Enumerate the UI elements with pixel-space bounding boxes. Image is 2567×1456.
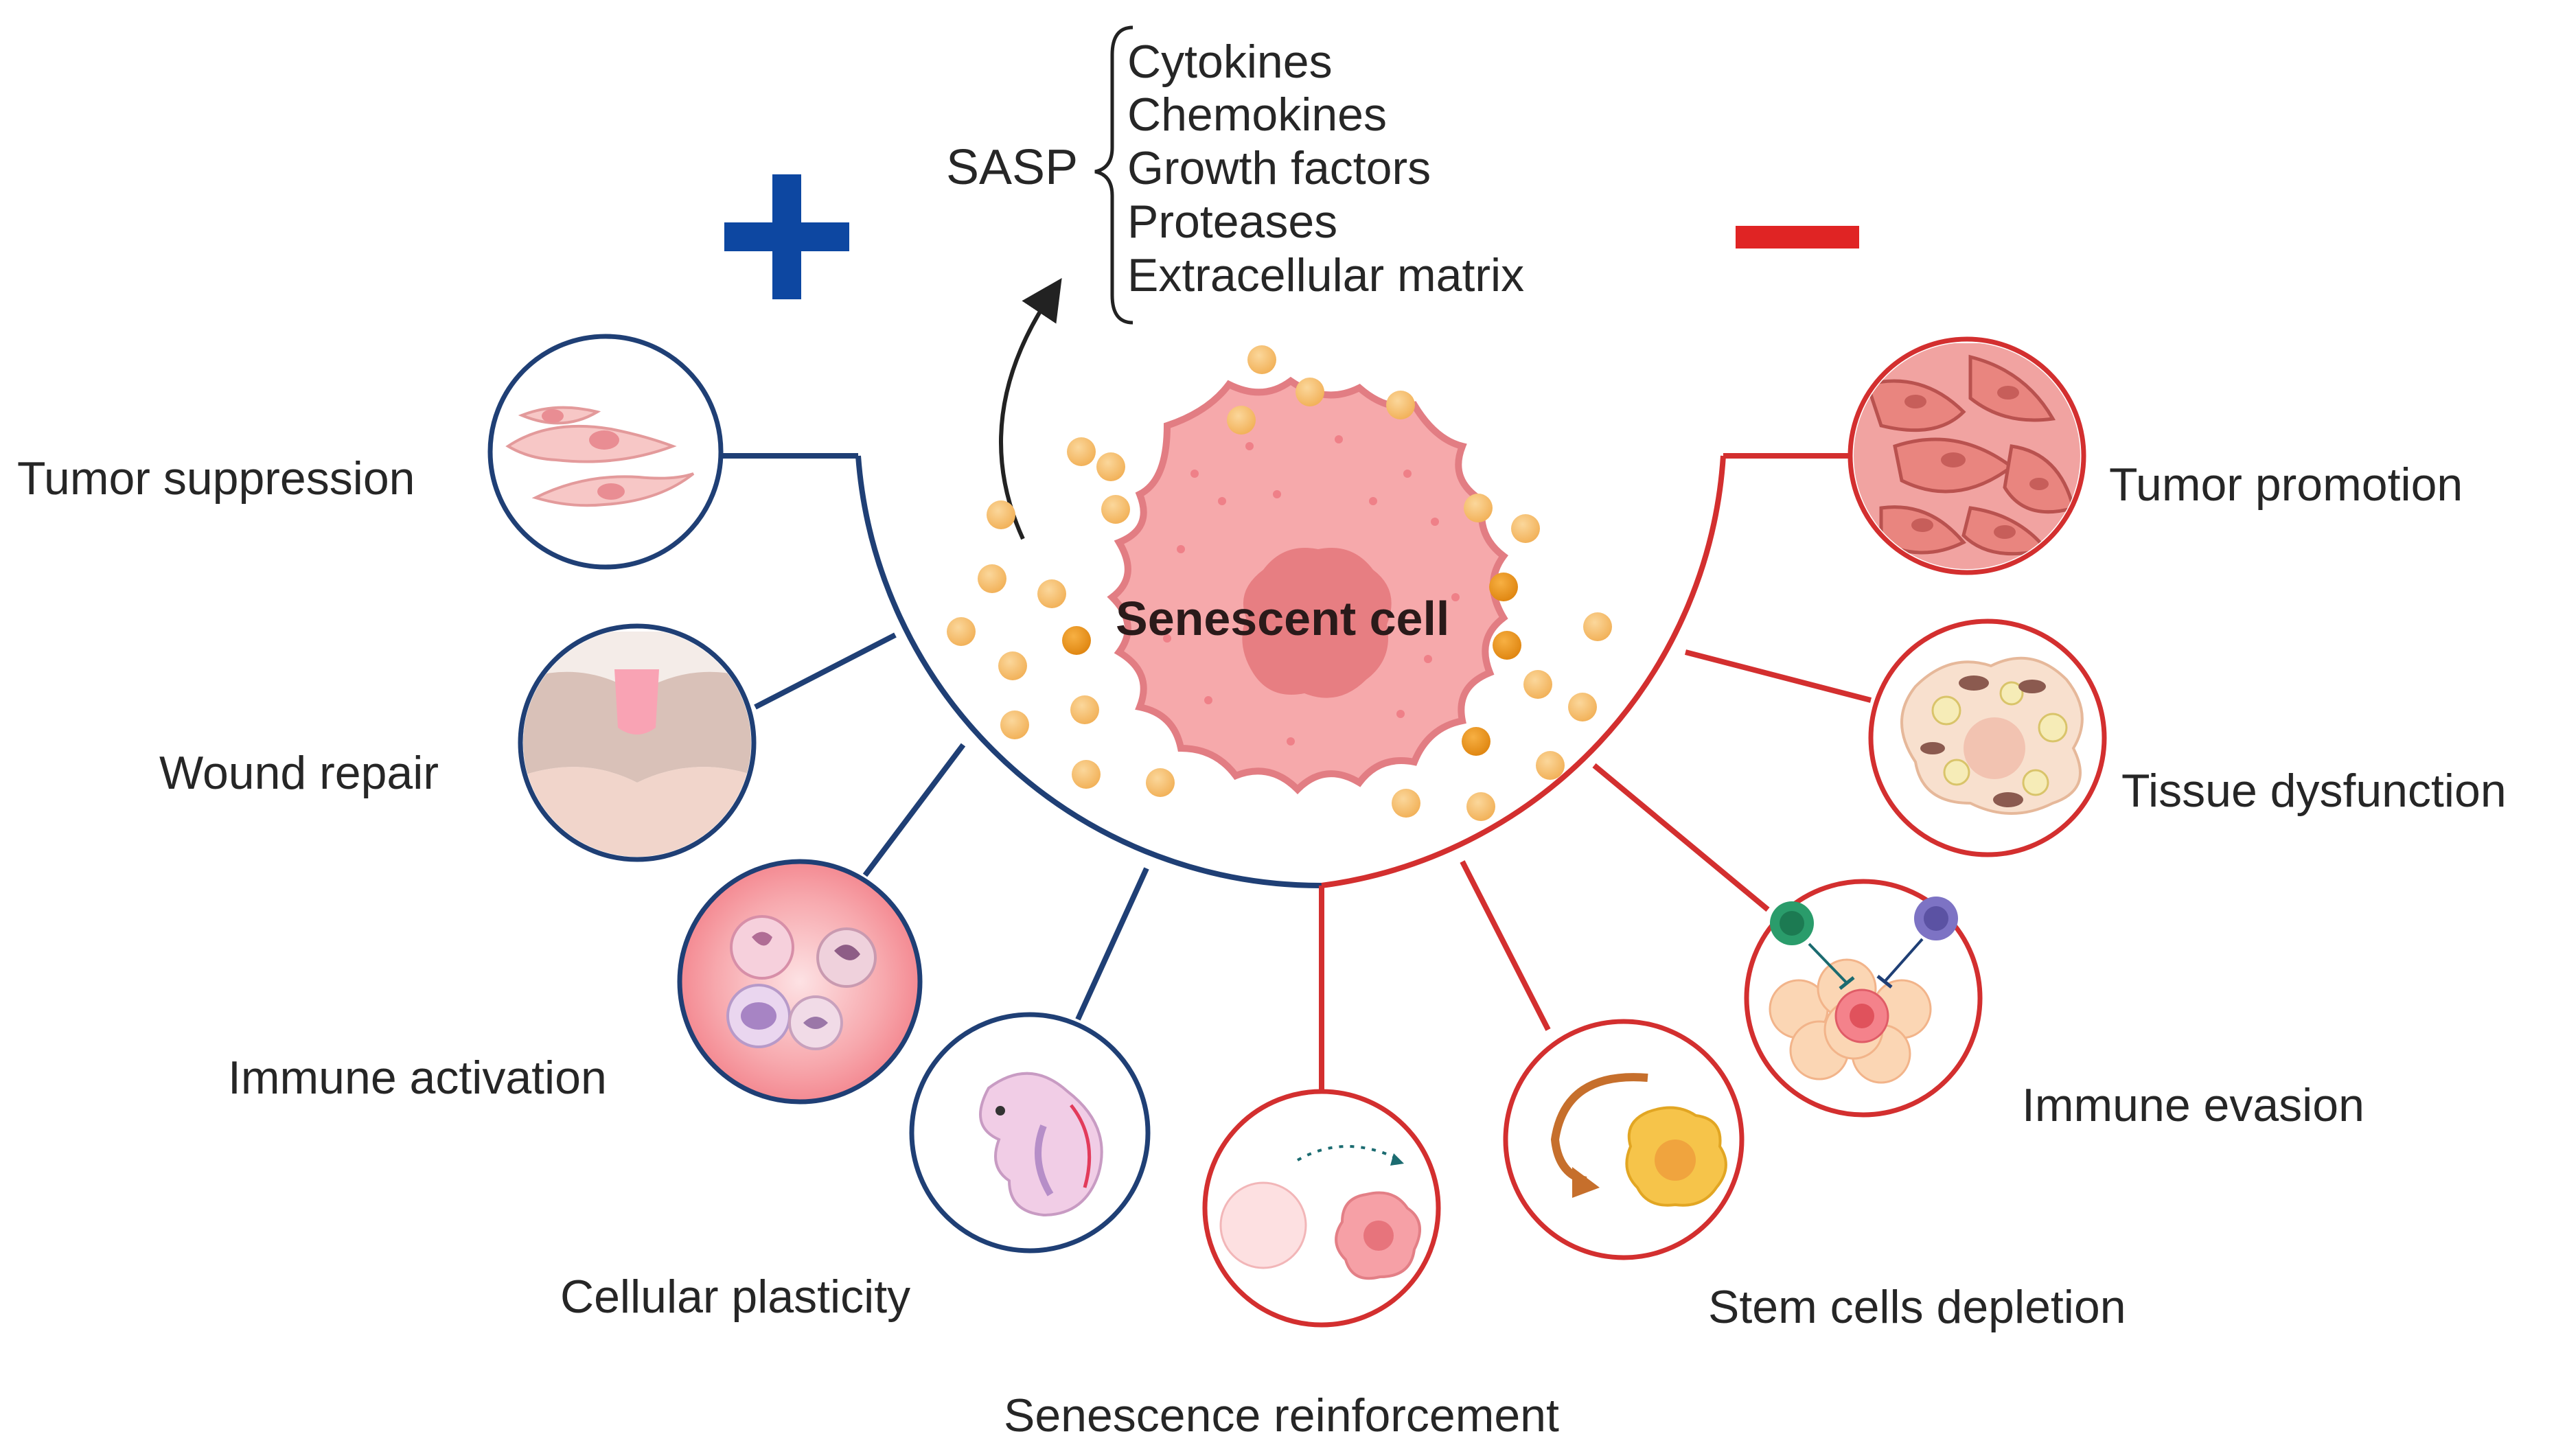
sasp-title: SASP [946, 140, 1078, 195]
effect-label-cellular-plasticity: Cellular plasticity [560, 1271, 910, 1323]
sasp-item: Proteases [1127, 196, 1337, 248]
effect-label-stem-cells-depletion: Stem cells depletion [1708, 1281, 2126, 1333]
cell-granules [1163, 435, 1460, 746]
sasp-item: Chemokines [1127, 89, 1387, 141]
sasp-item: Extracellular matrix [1127, 249, 1524, 301]
effect-label-senescence-reinforcement: Senescence reinforcement [1004, 1389, 1559, 1442]
connector-wound-repair [754, 632, 897, 710]
sasp-particles [947, 345, 1612, 821]
beneficial-arc [855, 455, 1322, 889]
tumor-suppression-illustration [487, 334, 724, 570]
connector-stem-cells-depletion [1460, 860, 1551, 1031]
center-label: Senescent cell [1116, 592, 1449, 645]
sasp-brace [1094, 25, 1133, 325]
cell-nucleus [1242, 548, 1392, 698]
stem-cells-depletion-illustration [1503, 1019, 1745, 1260]
sasp-item: Cytokines [1127, 36, 1333, 88]
tissue-dysfunction-illustration [1868, 619, 2107, 857]
effect-label-wound-repair: Wound repair [159, 747, 439, 799]
immune-evasion-illustration [1744, 879, 1983, 1118]
connector-immune-evasion [1592, 763, 1770, 912]
senescent-cell: Senescent cell [1107, 376, 1508, 795]
effect-label-tumor-promotion: Tumor promotion [2109, 459, 2463, 511]
senescence-reinforcement-illustration [1202, 1089, 1441, 1328]
plus-sign-icon [724, 174, 849, 299]
effect-label-immune-evasion: Immune evasion [2022, 1079, 2364, 1131]
effect-label-tissue-dysfunction: Tissue dysfunction [2121, 765, 2507, 817]
minus-sign-icon [1736, 226, 1859, 249]
connector-cellular-plasticity [1075, 867, 1149, 1021]
effect-label-immune-activation: Immune activation [228, 1052, 607, 1104]
secretion-arrow [999, 278, 1062, 540]
connector-tissue-dysfunction [1684, 649, 1872, 703]
wound-repair-illustration [518, 623, 757, 862]
sasp-item: Growth factors [1127, 142, 1431, 194]
detrimental-arc [1321, 455, 1726, 888]
cellular-plasticity-illustration [909, 1012, 1151, 1253]
tumor-promotion-illustration [1847, 336, 2086, 575]
immune-activation-illustration [677, 859, 923, 1105]
connector-immune-activation [862, 743, 966, 877]
effect-label-tumor-suppression: Tumor suppression [17, 452, 415, 505]
